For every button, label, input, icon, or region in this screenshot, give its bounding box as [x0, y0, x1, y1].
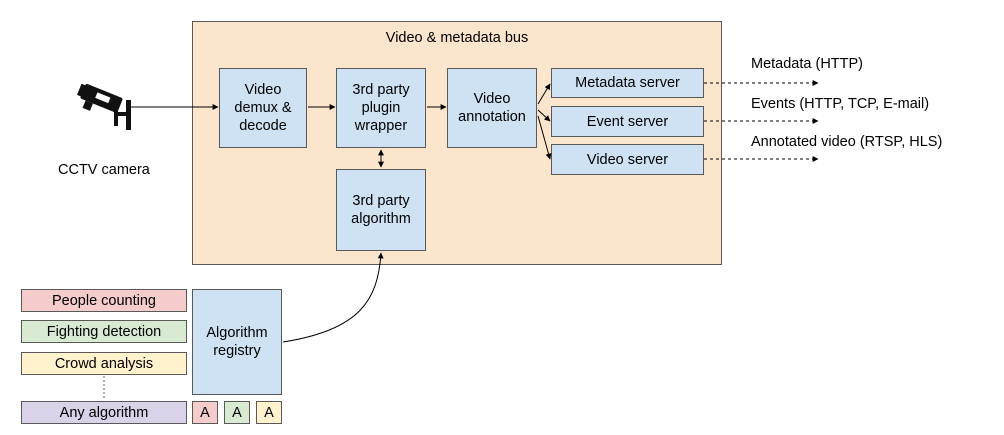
instance-a-red: A	[192, 401, 218, 424]
algorithm-registry-box: Algorithm registry	[192, 289, 282, 395]
video-demux-decode-box: Video demux & decode	[219, 68, 307, 148]
event-server-box: Event server	[551, 106, 704, 137]
algorithm-any: Any algorithm	[21, 401, 187, 424]
output-video-label: Annotated video (RTSP, HLS)	[751, 134, 943, 150]
output-metadata-label: Metadata (HTTP)	[751, 56, 863, 72]
cctv-camera-icon	[76, 83, 131, 130]
annotation-to-video-arrow	[537, 115, 552, 160]
algorithm-crowd-analysis: Crowd analysis	[21, 352, 187, 375]
metadata-server-box: Metadata server	[551, 68, 704, 98]
instance-a-yellow: A	[256, 401, 282, 424]
algorithm-fighting-detection: Fighting detection	[21, 320, 187, 343]
registry-to-algorithm-curve	[282, 252, 384, 343]
camera-label: CCTV camera	[58, 162, 150, 178]
instance-a-green: A	[224, 401, 250, 424]
output-events-label: Events (HTTP, TCP, E-mail)	[751, 96, 930, 112]
bus-title: Video & metadata bus	[385, 30, 529, 46]
annotation-to-event-arrow	[537, 109, 551, 122]
plugin-wrapper-box: 3rd party plugin wrapper	[336, 68, 426, 148]
video-server-box: Video server	[551, 144, 704, 175]
video-annotation-box: Video annotation	[447, 68, 537, 148]
third-party-algorithm-box: 3rd party algorithm	[336, 169, 426, 251]
algorithm-people-counting: People counting	[21, 289, 187, 312]
annotation-to-metadata-arrow	[537, 83, 551, 105]
